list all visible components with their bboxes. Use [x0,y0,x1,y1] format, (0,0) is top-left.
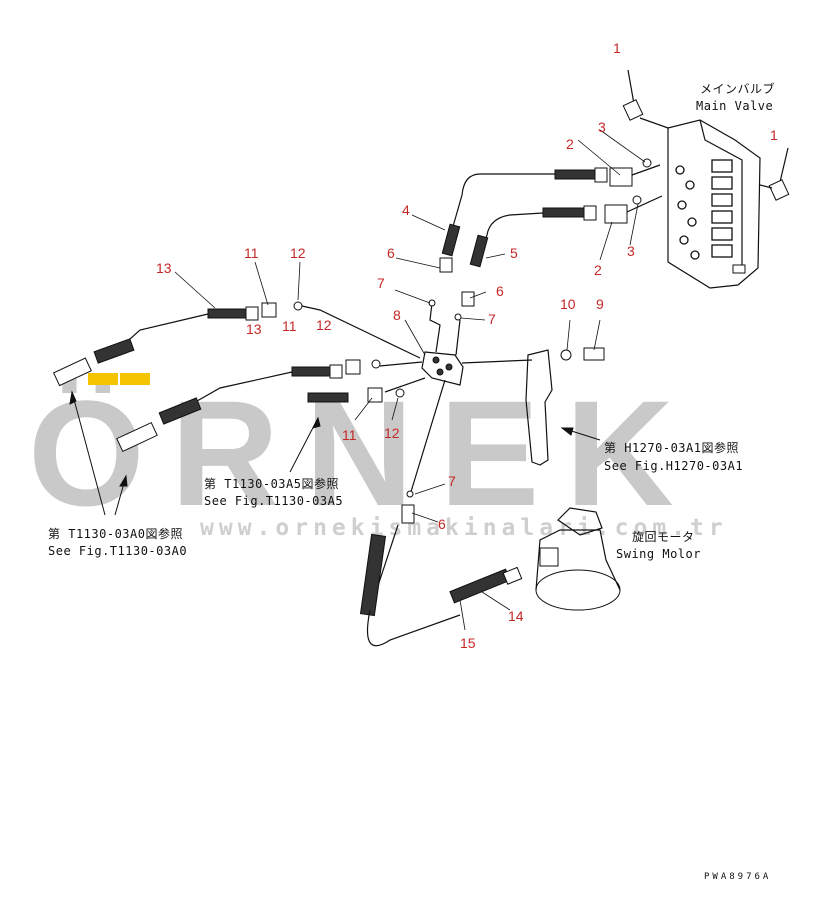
part-label-11: 11 [342,427,357,443]
part-label-2: 2 [594,262,602,278]
part-label-15: 15 [460,635,476,651]
part-label-12: 12 [290,245,306,261]
hose-13-upper [52,301,421,387]
ref-t1130-a0-jp: 第 T1130-03A0図参照 [48,526,183,541]
part-label-11: 11 [244,245,259,261]
hose-13-lower [116,359,423,453]
watermark-url: www.ornekismakinalari.com.tr [200,515,728,541]
part-label-3: 3 [598,119,606,135]
label-leaders [174,129,646,631]
part-number-labels: 1 1 2 2 3 3 4 5 6 6 6 7 7 7 8 9 10 11 11… [156,40,778,651]
elbow-2-lower [604,195,663,224]
part-label-13: 13 [246,321,262,337]
reference-arrows [69,390,601,516]
fitting-1-right [759,147,790,201]
part-label-9: 9 [596,296,604,312]
block-8 [421,299,533,386]
ref-t1130-a5-jp: 第 T1130-03A5図参照 [204,476,339,491]
swing-motor-label-jp: 旋回モータ [632,530,695,544]
main-valve-label-en: Main Valve [696,99,773,113]
part-label-2: 2 [566,136,574,152]
main-valve-drawing [667,119,761,289]
part-label-10: 10 [560,296,576,312]
swing-motor-label-en: Swing Molor [616,547,701,561]
part-label-3: 3 [627,243,635,259]
part-label-6: 6 [387,245,395,261]
part-label-7: 7 [377,275,385,291]
part-label-12: 12 [316,317,332,333]
part-label-6: 6 [496,283,504,299]
watermark-accent-left [88,373,118,385]
ref-t1130-a5-en: See Fig.T1130-03A5 [204,494,343,508]
ref-h1270-en: See Fig.H1270-03A1 [604,459,743,473]
main-valve-label-jp: メインバルブ [700,81,775,96]
part-label-1: 1 [613,40,621,56]
part-label-4: 4 [402,202,410,218]
hose-5 [461,205,597,307]
part-label-7: 7 [448,473,456,489]
part-label-11: 11 [282,318,297,334]
part-label-5: 5 [510,245,518,261]
part-label-8: 8 [393,307,401,323]
watermark-brand: ÖRNEK [28,369,700,537]
ref-t1130-a0-en: See Fig.T1130-03A0 [48,544,187,558]
drawing-code: PWA8976A [704,872,771,882]
watermark: ÖRNEK www.ornekismakinalari.com.tr [28,369,728,541]
fitting-1-top [622,69,669,129]
part-label-13: 13 [156,260,172,276]
ref-h1270-jp: 第 H1270-03A1図参照 [604,440,739,455]
part-label-6: 6 [438,516,446,532]
elbow-2-upper [609,158,661,187]
part-label-14: 14 [508,608,524,624]
part-label-12: 12 [384,425,400,441]
annotations: メインバルブ Main Valve 旋回モータ Swing Molor 第 H1… [48,81,775,882]
part-label-1: 1 [770,127,778,143]
swing-motor-drawing [535,507,621,611]
hose-4 [439,167,608,273]
part-label-7: 7 [488,311,496,327]
line-to-swing-motor [359,379,523,647]
watermark-accent-right [120,373,150,385]
